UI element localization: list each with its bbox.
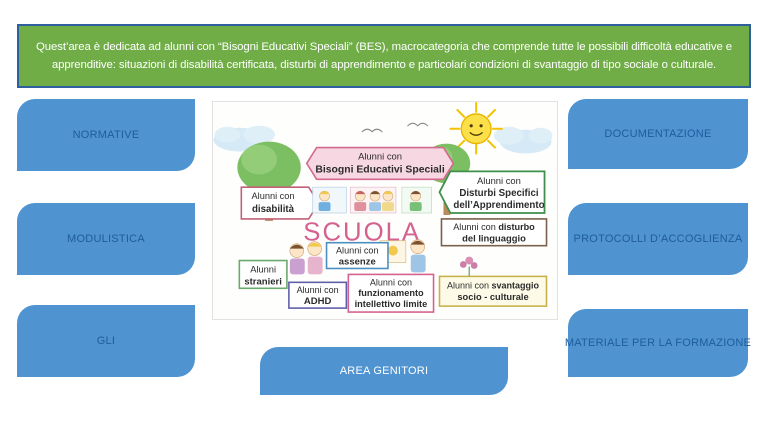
svg-text:Alunni con: Alunni con [336,246,379,256]
diagram-label-stranieri: Alunni stranieri [238,259,288,290]
nav-button-modulistica-label: MODULISTICA [67,233,145,245]
cloud-icon-right [493,126,553,154]
nav-button-materiale-formazione-label: MATERIALE PER LA FORMAZIONE [564,337,752,349]
diagram-label-assenze: Alunni con assenze [325,241,389,270]
sun-icon [449,102,503,155]
nav-button-area-genitori-label: AREA GENITORI [339,365,429,377]
svg-text:socio - culturale: socio - culturale [457,292,528,302]
flower-icon [459,256,478,277]
svg-text:dell’Apprendimento: dell’Apprendimento [453,200,544,211]
svg-text:Bisogni Educativi Speciali: Bisogni Educativi Speciali [315,164,444,175]
diagram-label-disabilita: Alunni con disabilità [240,186,320,220]
svg-text:funzionamento: funzionamento [358,288,424,298]
nav-button-protocolli-accoglienza-label: PROTOCOLLI D’ACCOGLIENZA [573,233,743,245]
svg-text:Alunni con disturbo: Alunni con disturbo [453,222,535,232]
svg-text:assenze: assenze [339,257,376,268]
svg-text:Alunni con svantaggio: Alunni con svantaggio [447,280,540,290]
svg-text:intellettivo limite: intellettivo limite [355,299,428,309]
svg-text:Alunni con: Alunni con [358,150,402,161]
bird-icon [361,122,429,133]
header-description-text: Quest’area è dedicata ad alunni con “Bis… [36,41,732,71]
svg-text:ADHD: ADHD [304,296,332,307]
bes-diagram-image: Alunni con Bisogni Educativi Speciali Al… [212,101,558,320]
svg-text:Alunni con: Alunni con [297,285,339,295]
header-banner: Quest’area è dedicata ad alunni con “Bis… [17,24,751,88]
diagram-label-bes: Alunni con Bisogni Educativi Speciali [305,146,455,181]
nav-button-modulistica[interactable]: MODULISTICA [14,200,198,278]
children-illustration-top [312,186,432,214]
diagram-label-svantaggio: Alunni con svantaggio socio - culturale [438,275,548,307]
nav-button-materiale-formazione[interactable]: MATERIALE PER LA FORMAZIONE [564,306,752,380]
nav-button-protocolli-accoglienza[interactable]: PROTOCOLLI D’ACCOGLIENZA [565,200,751,278]
svg-text:stranieri: stranieri [244,276,282,287]
nav-button-documentazione-label: DOCUMENTAZIONE [604,128,712,140]
diagram-label-dsa: Alunni con Disturbi Specifici dell’Appre… [438,170,546,214]
svg-text:Disturbi Specifici: Disturbi Specifici [459,188,539,199]
nav-button-area-genitori[interactable]: AREA GENITORI [257,344,511,398]
svg-text:Alunni con: Alunni con [370,277,412,287]
diagram-label-adhd: Alunni con ADHD [288,281,348,309]
diagram-label-linguaggio: Alunni con disturbo del linguaggio [440,218,548,247]
nav-button-documentazione[interactable]: DOCUMENTAZIONE [565,96,751,172]
nav-button-normative[interactable]: NORMATIVE [14,96,198,174]
svg-text:Alunni con: Alunni con [252,191,295,201]
nav-button-gli[interactable]: GLI [14,302,198,380]
diagram-label-funzionamento: Alunni con funzionamento intellettivo li… [347,273,435,313]
svg-text:Alunni con: Alunni con [477,175,521,186]
svg-text:disabilità: disabilità [252,204,295,215]
nav-button-normative-label: NORMATIVE [72,129,140,141]
svg-text:del linguaggio: del linguaggio [462,233,526,244]
svg-text:Alunni: Alunni [250,264,276,274]
nav-button-gli-label: GLI [96,335,116,347]
